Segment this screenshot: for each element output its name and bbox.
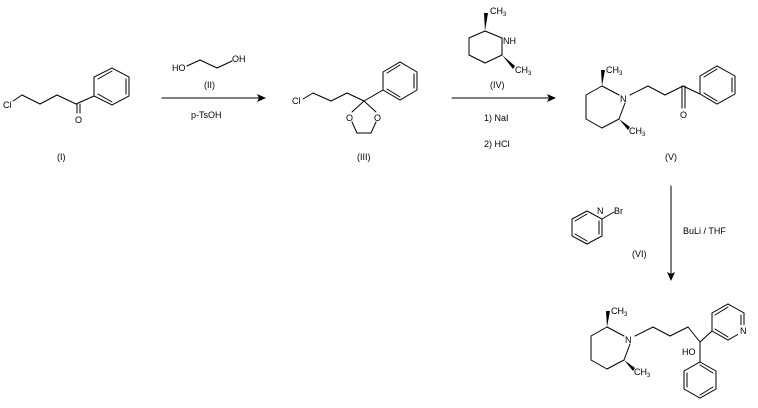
amine-nh: NH: [503, 36, 516, 46]
bromine-atom: Br: [614, 206, 623, 216]
piperidine-nitrogen: N: [625, 335, 632, 345]
reagent-buli-thf: BuLi / THF: [683, 226, 726, 236]
ketone-oxygen: O: [680, 110, 687, 120]
compound-II: HO OH (II): [172, 54, 246, 90]
label-compound-VI: (VI): [632, 249, 647, 259]
methyl-top: CH3: [611, 306, 628, 318]
methyl-bottom: CH3: [515, 65, 532, 77]
label-compound-II: (II): [204, 80, 215, 90]
dioxolane-oxygen-2: O: [374, 113, 381, 123]
compound-III: Cl O O (III): [292, 61, 418, 162]
label-compound-I: (I): [57, 152, 66, 162]
label-compound-III: (III): [357, 152, 371, 162]
reaction-arrow-1: p-TsOH: [161, 94, 266, 120]
methyl-top: CH3: [606, 65, 623, 77]
reaction-arrow-2: 1) NaI 2) HCl: [451, 94, 556, 149]
reagent-hcl: 2) HCl: [484, 139, 510, 149]
methyl-bottom: CH3: [634, 367, 651, 379]
product: N HO N CH3 CH3: [590, 303, 750, 399]
compound-I: Cl O (I): [3, 67, 130, 162]
compound-VI: N Br (VI): [571, 205, 647, 259]
label-compound-V: (V): [665, 152, 677, 162]
chlorine-atom: Cl: [292, 96, 301, 106]
hydroxyl-right: OH: [232, 54, 246, 64]
dioxolane-oxygen-1: O: [346, 113, 353, 123]
chlorine-atom: Cl: [3, 100, 12, 110]
ketone-oxygen: O: [75, 115, 82, 125]
reagent-p-tsoh: p-TsOH: [191, 110, 222, 120]
label-compound-IV: (IV): [490, 80, 505, 90]
reagent-nai: 1) NaI: [484, 113, 509, 123]
hydroxyl-left: HO: [172, 63, 186, 73]
pyridine-nitrogen: N: [740, 326, 747, 336]
reaction-arrow-3: BuLi / THF: [667, 185, 726, 281]
compound-IV: CH3 NH CH3 (IV): [468, 6, 532, 90]
compound-V: N O CH3 CH3 (V): [585, 65, 736, 162]
methyl-top: CH3: [490, 6, 507, 18]
methyl-bottom: CH3: [629, 126, 646, 138]
pyridine-nitrogen: N: [597, 206, 604, 216]
hydroxyl-group: HO: [682, 347, 696, 357]
piperidine-nitrogen: N: [620, 94, 627, 104]
